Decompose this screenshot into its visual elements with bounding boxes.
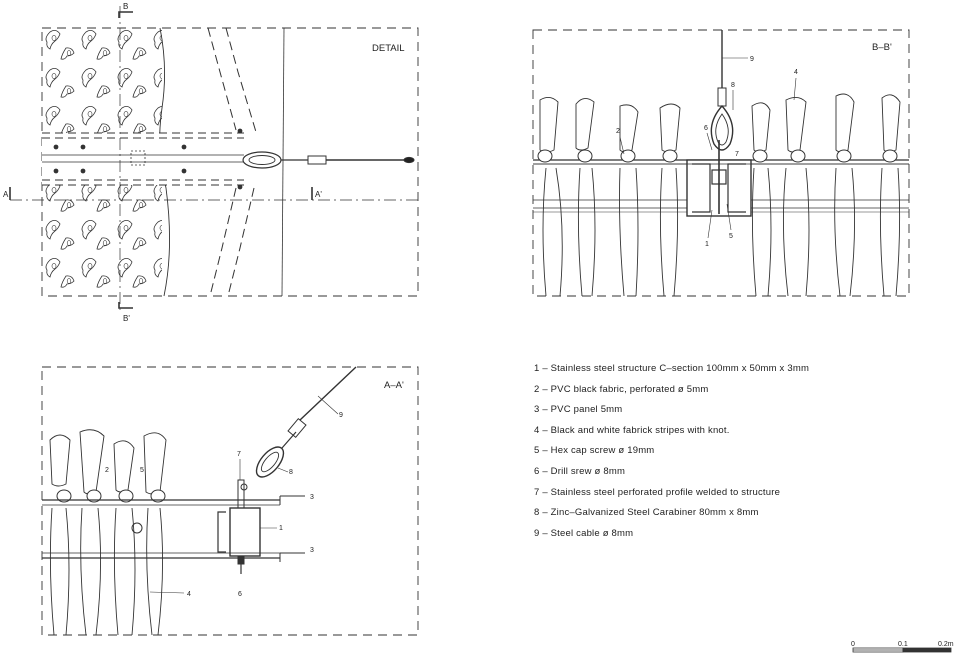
callout-bb-4: 4 bbox=[794, 69, 798, 76]
detail-title: DETAIL bbox=[372, 43, 405, 54]
callout-bb-5: 5 bbox=[729, 233, 733, 240]
callout-aa-7: 7 bbox=[237, 451, 241, 458]
steel-cable-aa bbox=[299, 366, 357, 421]
section-aa-leaders bbox=[149, 395, 339, 594]
callout-bb-1: 1 bbox=[705, 241, 709, 248]
cable-crimp bbox=[307, 155, 327, 165]
carabiner-aa bbox=[255, 446, 285, 478]
callout-bb-8: 8 bbox=[731, 82, 735, 89]
section-aa-callouts: 9 7 8 2 5 3 1 3 4 6 bbox=[105, 412, 343, 598]
carabiner-bb bbox=[710, 104, 734, 151]
legend-item: 2 – PVC black fabric, perforated ø 5mm bbox=[534, 383, 709, 395]
legend-item: 1 – Stainless steel structure C–section … bbox=[534, 363, 810, 374]
cut-label-b: B bbox=[123, 2, 128, 11]
section-bb-title: B–B' bbox=[872, 42, 892, 53]
fabric-knots-aa bbox=[56, 489, 166, 503]
fabric-knots-bb bbox=[537, 149, 898, 163]
bolt-holes bbox=[53, 128, 243, 190]
callout-bb-9: 9 bbox=[750, 56, 754, 63]
callout-aa-4: 4 bbox=[187, 591, 191, 598]
hex-screw-plan bbox=[130, 150, 146, 166]
callout-bb-6: 6 bbox=[704, 125, 708, 132]
legend-item: 8 – Zinc–Galvanized Steel Carabiner 80mm… bbox=[534, 507, 759, 519]
callout-aa-3-top: 3 bbox=[310, 494, 314, 501]
section-aa-panel bbox=[41, 366, 419, 636]
scale-bar bbox=[852, 647, 952, 653]
cut-label-b-prime: B' bbox=[123, 314, 130, 323]
callout-aa-1: 1 bbox=[279, 525, 283, 532]
section-aa-title: A–A' bbox=[384, 380, 404, 391]
legend-item: 5 – Hex cap screw ø 19mm bbox=[534, 445, 655, 457]
section-bb-panel bbox=[532, 29, 910, 297]
callout-aa-2: 2 bbox=[105, 467, 109, 474]
callout-bb-7: 7 bbox=[735, 151, 739, 158]
section-bb-frame bbox=[532, 29, 910, 297]
cut-label-a: A bbox=[3, 190, 9, 199]
legend-item: 9 – Steel cable ø 8mm bbox=[534, 527, 634, 539]
scale-label-0-2: 0.2m bbox=[938, 641, 954, 648]
section-bb-callouts: 9 8 4 2 6 7 1 5 bbox=[616, 56, 798, 248]
detail-frame bbox=[41, 27, 419, 297]
legend-item: 7 – Stainless steel perforated profile w… bbox=[534, 486, 781, 498]
callout-aa-3-bottom: 3 bbox=[310, 547, 314, 554]
cut-label-a-prime: A' bbox=[315, 190, 322, 199]
callout-aa-5: 5 bbox=[140, 467, 144, 474]
legend-item: 4 – Black and white fabrick stripes with… bbox=[534, 424, 730, 436]
callout-bb-2: 2 bbox=[616, 128, 620, 135]
legend-item: 6 – Drill srew ø 8mm bbox=[534, 465, 626, 477]
fabric-stripes-bb bbox=[539, 93, 901, 297]
legend-item: 3 – PVC panel 5mm bbox=[534, 404, 623, 416]
section-aa-frame bbox=[41, 366, 419, 636]
scale-label-0: 0 bbox=[851, 641, 855, 648]
scale-label-0-1: 0.1 bbox=[898, 641, 908, 648]
fabric-stripes-aa bbox=[49, 429, 167, 636]
c-section-aa bbox=[229, 507, 261, 557]
callout-aa-6: 6 bbox=[238, 591, 242, 598]
callout-aa-9: 9 bbox=[339, 412, 343, 419]
section-bb-leaders bbox=[619, 57, 797, 239]
structure-band bbox=[42, 133, 242, 185]
legend: 1 – Stainless steel structure C–section … bbox=[534, 363, 934, 548]
detail-panel bbox=[9, 6, 419, 310]
callout-aa-8: 8 bbox=[289, 469, 293, 476]
